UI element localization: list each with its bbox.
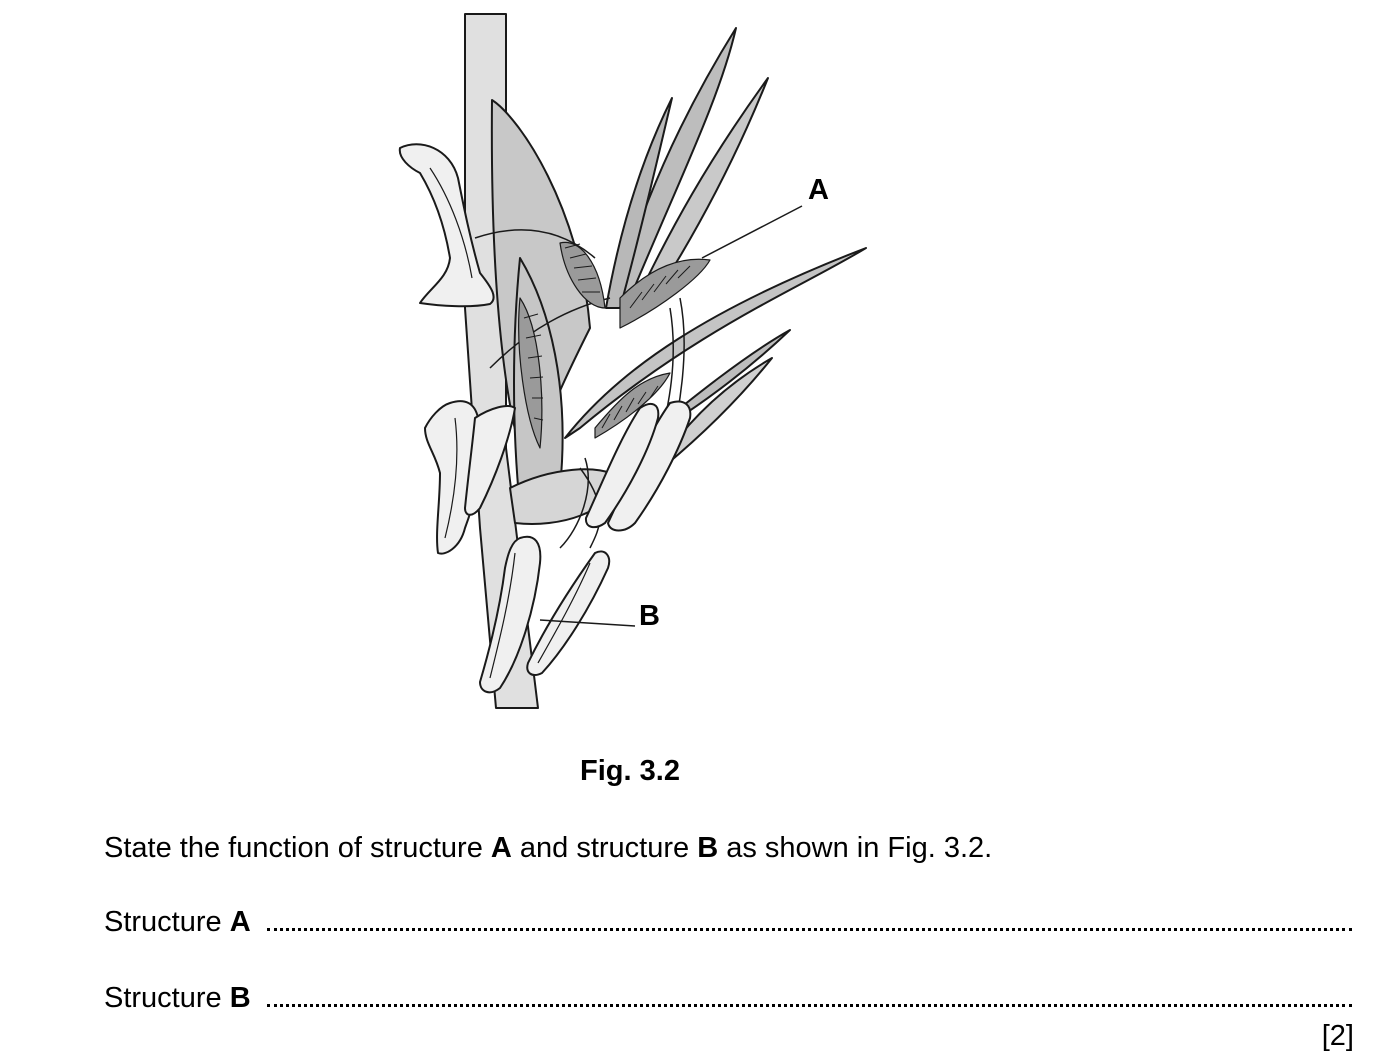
answer-row-b: Structure B bbox=[104, 982, 1352, 1015]
answer-prefix: Structure bbox=[104, 982, 230, 1014]
answer-prefix: Structure bbox=[104, 906, 230, 938]
answer-row-a: Structure A bbox=[104, 906, 1352, 939]
stigma-2 bbox=[619, 258, 711, 329]
answer-label-b: Structure B bbox=[104, 982, 251, 1015]
answer-label-a: Structure A bbox=[104, 906, 251, 939]
answer-letter: A bbox=[229, 906, 251, 938]
anther-left-mid-2 bbox=[464, 405, 516, 516]
question-part: and structure bbox=[511, 832, 698, 864]
anther-right-2 bbox=[584, 402, 660, 529]
leader-line-a bbox=[701, 205, 803, 259]
stigma-3 bbox=[518, 297, 543, 449]
answer-line-a[interactable] bbox=[266, 910, 1352, 931]
leader-line-b bbox=[539, 619, 636, 627]
bract-right bbox=[564, 247, 867, 439]
label-b: B bbox=[639, 600, 660, 632]
bract-upper-3 bbox=[605, 97, 673, 309]
question-part: as shown in Fig. 3.2. bbox=[718, 832, 993, 864]
answer-line-b[interactable] bbox=[266, 986, 1352, 1007]
grass-flower-diagram bbox=[398, 13, 867, 709]
answer-letter: B bbox=[229, 982, 251, 1014]
anther-bottom-2 bbox=[526, 550, 611, 676]
stem bbox=[464, 13, 539, 709]
question-bold-a: A bbox=[490, 832, 512, 864]
anther-bottom-1 bbox=[479, 535, 542, 694]
stigma-4 bbox=[594, 372, 671, 439]
figure-caption: Fig. 3.2 bbox=[580, 755, 680, 787]
question-bold-b: B bbox=[697, 832, 719, 864]
label-a: A bbox=[808, 174, 829, 206]
question-text: State the function of structure A and st… bbox=[104, 832, 992, 865]
question-part: State the function of structure bbox=[104, 832, 491, 864]
marks: [2] bbox=[1321, 1020, 1354, 1052]
